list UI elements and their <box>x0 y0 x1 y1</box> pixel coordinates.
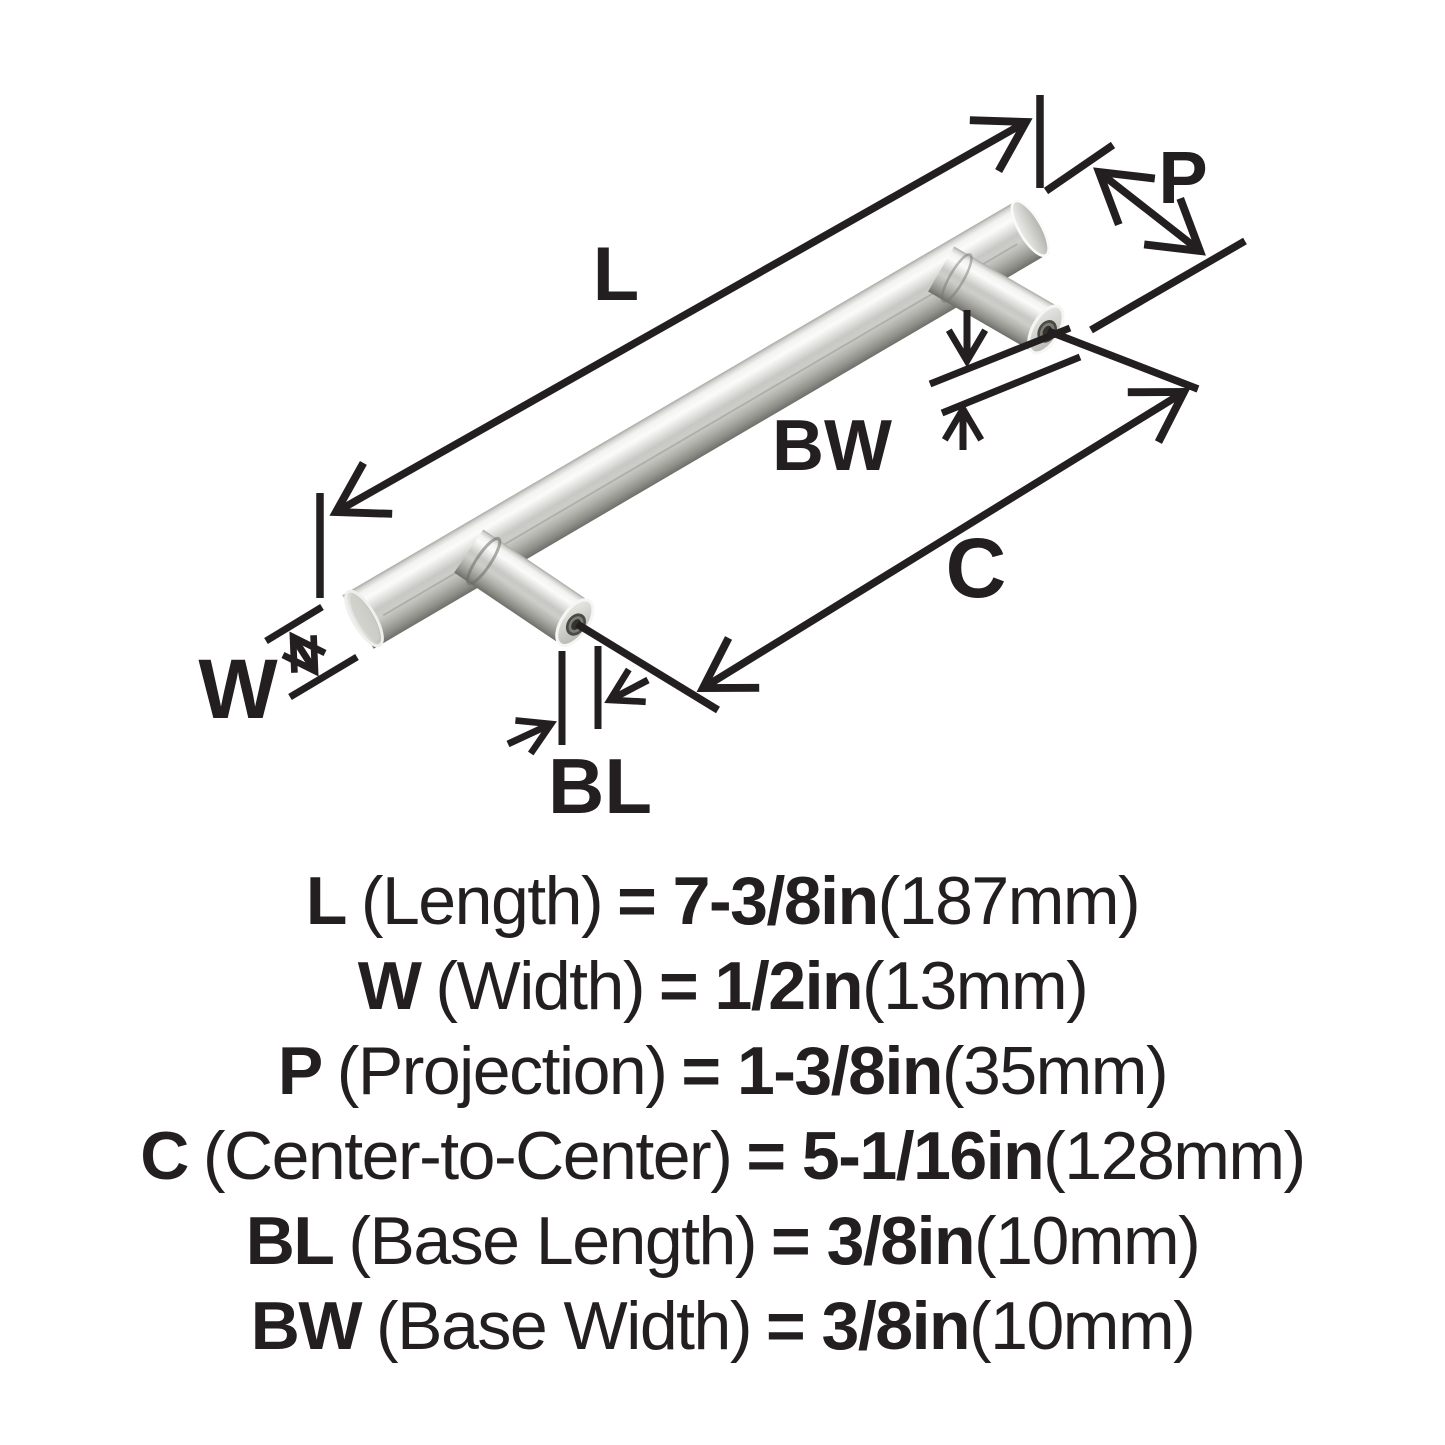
w-extension-tick-top <box>264 604 324 644</box>
label-c: C <box>946 521 1007 615</box>
dimension-W <box>264 604 359 701</box>
spec-symbol: P <box>277 1032 323 1109</box>
spec-metric: (35mm) <box>941 1032 1169 1109</box>
dimension-spec-list: L (Length) = 7-3/8in (187mm) W (Width) =… <box>0 858 1445 1368</box>
post-collar-seam <box>465 536 502 586</box>
w-dimension-arrow <box>281 631 327 677</box>
spec-metric: (187mm) <box>877 862 1141 939</box>
spec-symbol: L <box>305 862 348 939</box>
spec-value: = 5-1/16in <box>746 1117 1044 1194</box>
p-extension-tick <box>1043 141 1116 195</box>
label-w: W <box>198 642 278 736</box>
spec-value: = 1/2in <box>658 947 864 1024</box>
l-dimension-line <box>329 116 1033 518</box>
dimension-P <box>1043 141 1247 334</box>
w-extension-tick-bottom <box>288 653 359 701</box>
spec-name: (Base Width) <box>376 1287 753 1364</box>
spec-line-length: L (Length) = 7-3/8in (187mm) <box>0 858 1445 943</box>
c-extension-right <box>1046 327 1200 393</box>
post-body <box>454 529 590 645</box>
dimension-BW <box>928 310 1082 450</box>
spec-line-base-width: BW (Base Width) = 3/8in (10mm) <box>0 1283 1445 1368</box>
handle-diagram: L P W BW C BL <box>198 95 1247 830</box>
spec-value: = 1-3/8in <box>681 1032 943 1109</box>
spec-line-width: W (Width) = 1/2in (13mm) <box>0 943 1445 1028</box>
c-dimension-line <box>696 388 1191 692</box>
p-dimension-line <box>1093 167 1206 256</box>
label-p: P <box>1158 136 1207 219</box>
spec-value: = 3/8in <box>770 1202 976 1279</box>
c-extension-left <box>575 620 720 714</box>
spec-symbol: BL <box>245 1202 335 1279</box>
spec-value: = 3/8in <box>765 1287 971 1364</box>
dimension-L <box>316 95 1044 598</box>
spec-name: (Length) <box>360 862 604 939</box>
p-extension-line <box>1089 237 1247 334</box>
bl-arrow-left <box>506 717 557 756</box>
spec-metric: (10mm) <box>974 1202 1201 1279</box>
label-bl: BL <box>548 742 652 830</box>
bw-extension-top <box>928 324 1072 388</box>
label-l: L <box>593 232 639 317</box>
spec-name: (Projection) <box>336 1032 668 1109</box>
dimension-BL <box>506 646 650 756</box>
spec-metric: (13mm) <box>862 947 1089 1024</box>
spec-symbol: C <box>140 1117 189 1194</box>
bar-left-cap-inner <box>350 595 380 641</box>
dimension-C <box>575 327 1200 714</box>
spec-name: (Base Length) <box>348 1202 757 1279</box>
spec-line-projection: P (Projection) = 1-3/8in (35mm) <box>0 1028 1445 1113</box>
spec-name: (Width) <box>435 947 645 1024</box>
dimension-annotations <box>264 95 1247 756</box>
label-bw: BW <box>772 406 892 486</box>
left-mounting-post <box>454 529 595 647</box>
bw-extension-bottom <box>940 353 1082 417</box>
bl-arrow-right <box>604 667 650 706</box>
spec-symbol: W <box>357 947 422 1024</box>
spec-line-center-to-center: C (Center-to-Center) = 5-1/16in (128mm) <box>0 1113 1445 1198</box>
spec-line-base-length: BL (Base Length) = 3/8in (10mm) <box>0 1198 1445 1283</box>
spec-value: = 7-3/8in <box>617 862 879 939</box>
spec-name: (Center-to-Center) <box>202 1117 733 1194</box>
spec-metric: (128mm) <box>1043 1117 1306 1194</box>
spec-symbol: BW <box>250 1287 363 1364</box>
spec-metric: (10mm) <box>969 1287 1196 1364</box>
